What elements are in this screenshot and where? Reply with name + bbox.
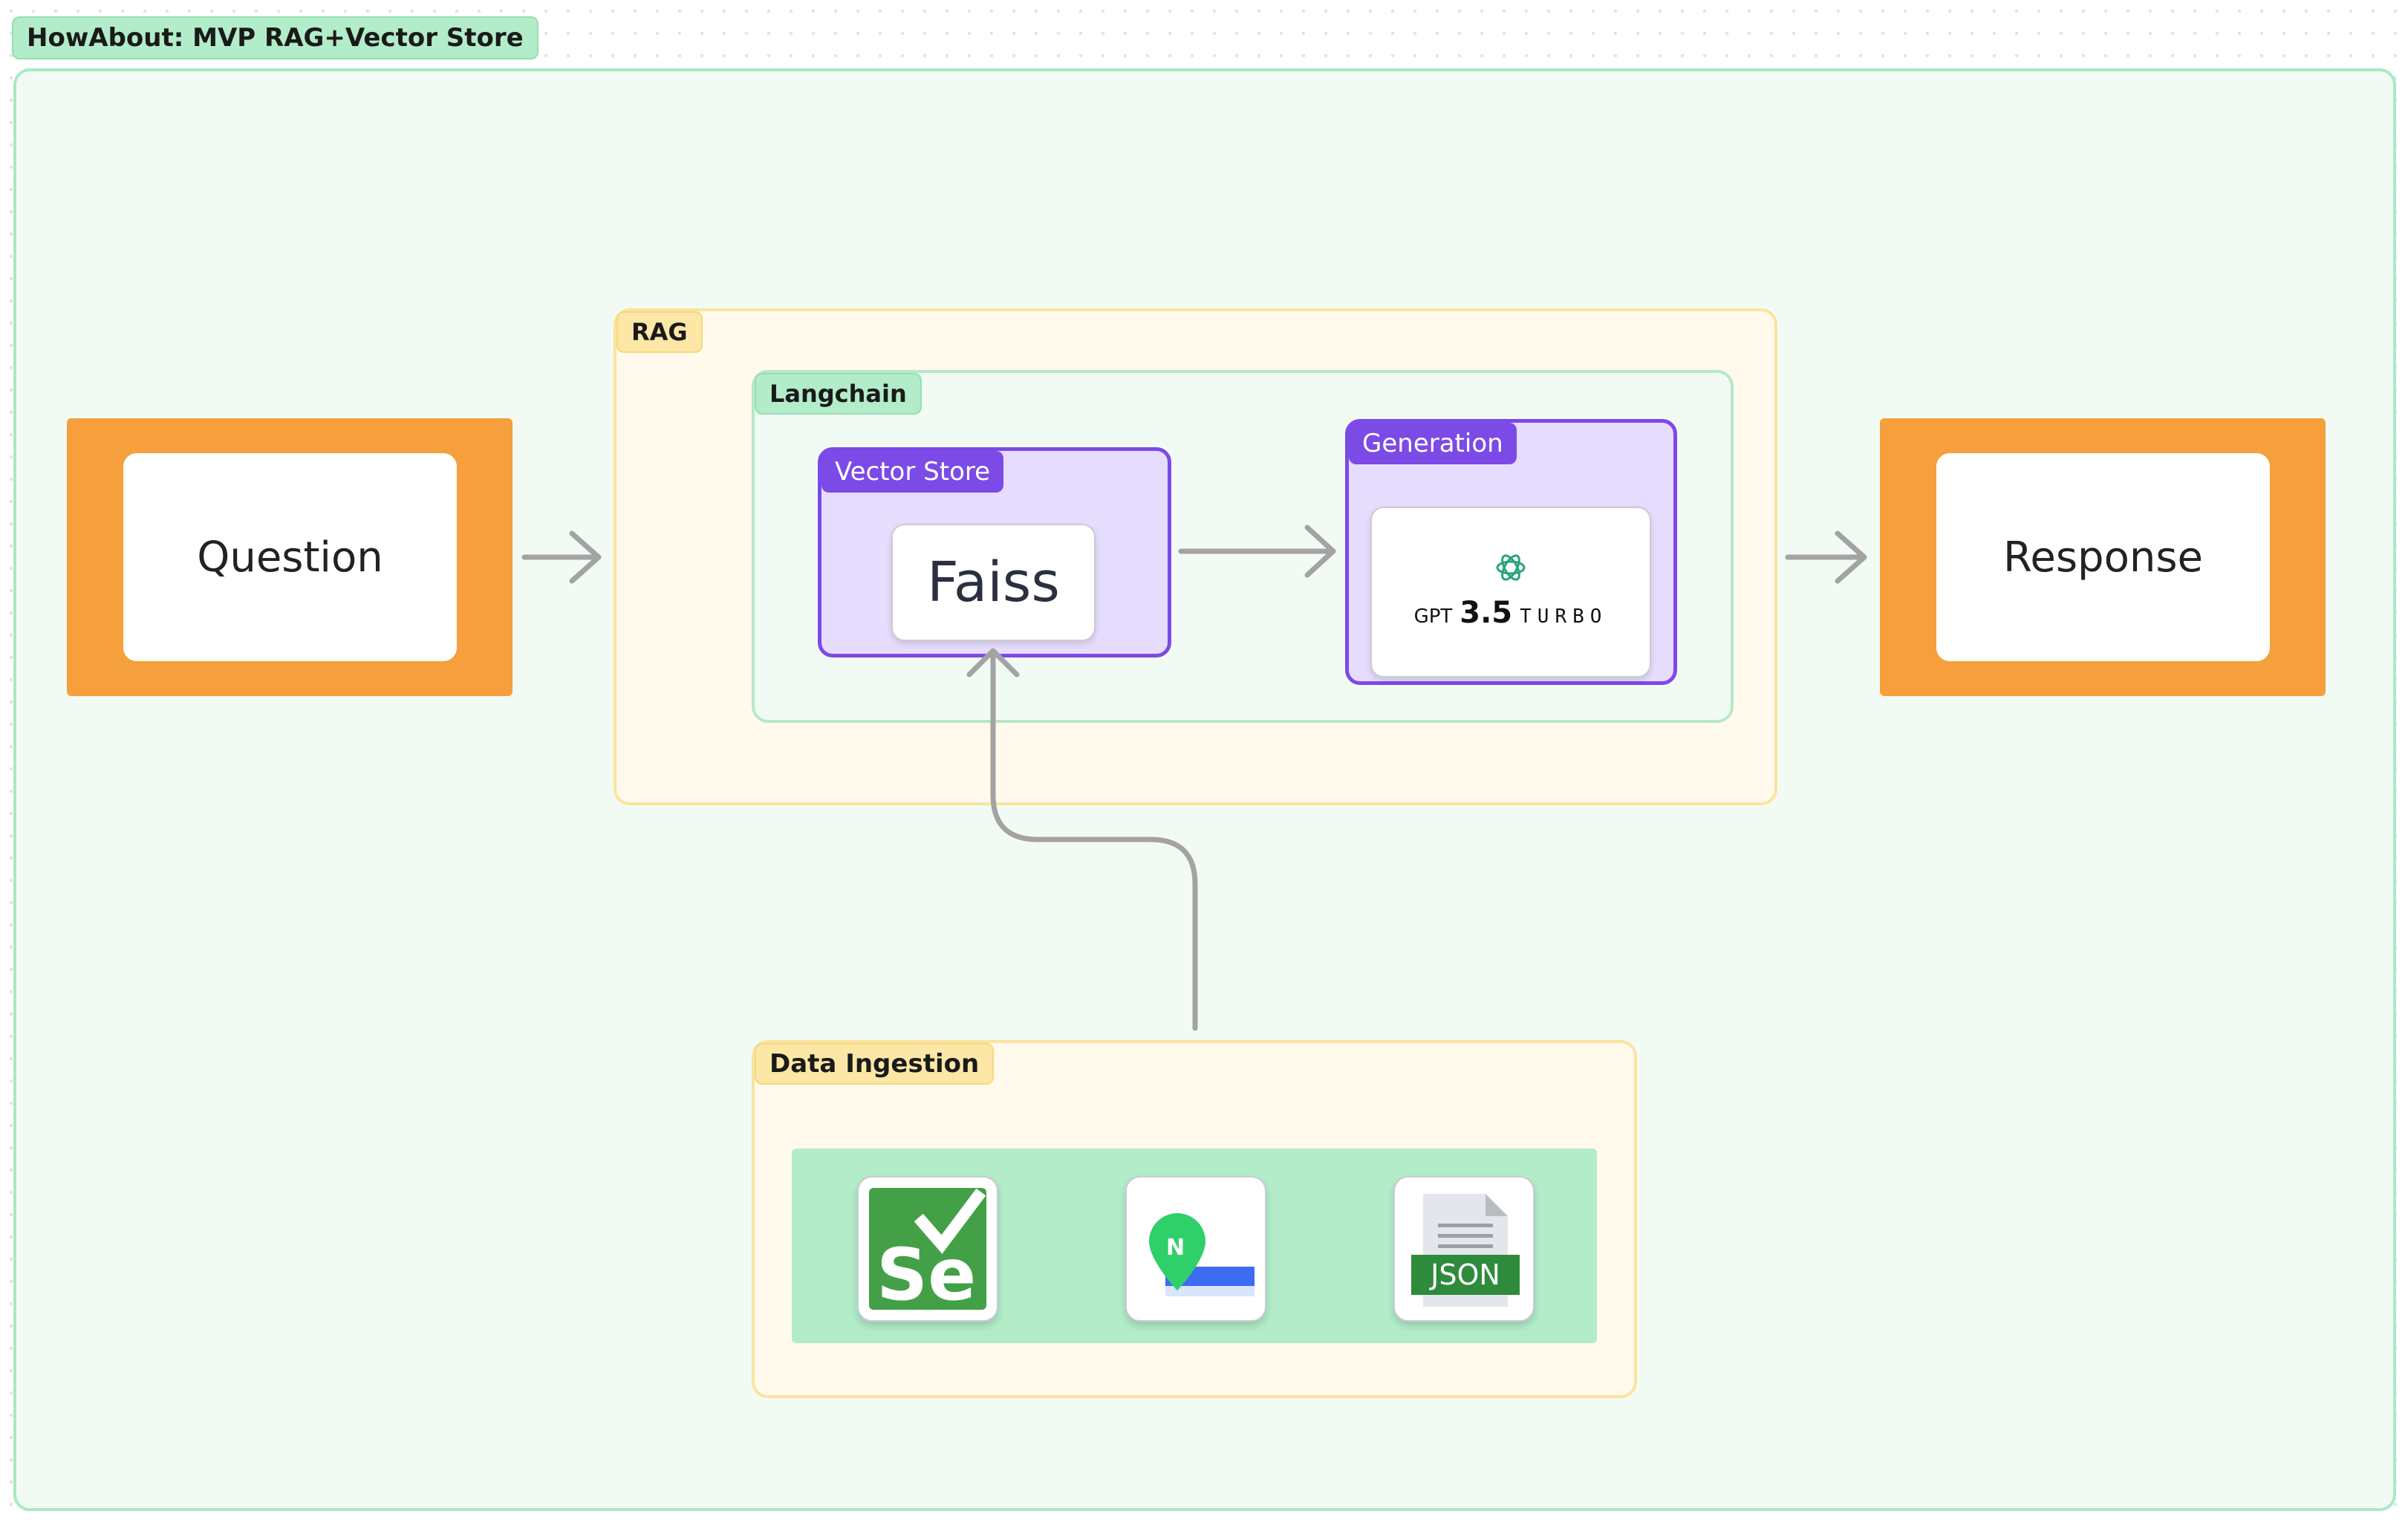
arrow-question-to-rag: [521, 530, 602, 584]
faiss-card[interactable]: Faiss: [891, 524, 1096, 641]
generation-tag: Generation: [1349, 423, 1517, 464]
question-card: Question: [123, 453, 457, 661]
naver-map-icon-text: N: [1166, 1235, 1185, 1261]
naver-map-icon: N: [1137, 1188, 1255, 1310]
faiss-label: Faiss: [927, 550, 1060, 614]
arrow-rag-to-response: [1785, 530, 1867, 584]
question-label: Question: [197, 533, 383, 582]
json-file-icon: JSON: [1411, 1194, 1520, 1307]
json-file-icon-text: JSON: [1429, 1258, 1500, 1291]
json-source[interactable]: JSON: [1393, 1176, 1535, 1322]
response-card: Response: [1936, 453, 2270, 661]
board-title[interactable]: HowAbout: MVP RAG+Vector Store: [12, 16, 538, 59]
naver-map-source[interactable]: N: [1125, 1176, 1266, 1322]
response-label: Response: [2003, 533, 2203, 582]
gpt-version: 3.5: [1460, 596, 1513, 630]
selenium-icon: Se: [869, 1188, 986, 1314]
arrow-ingestion-to-vectorstore: [966, 648, 1198, 1031]
selenium-source[interactable]: Se: [857, 1176, 998, 1322]
gpt-suffix: TURBO: [1520, 605, 1608, 628]
question-node[interactable]: Question: [67, 418, 512, 696]
response-node[interactable]: Response: [1880, 418, 2326, 696]
langchain-tag: Langchain: [755, 373, 922, 415]
rag-tag: RAG: [616, 311, 703, 353]
gpt-card[interactable]: GPT 3.5 TURBO: [1370, 507, 1651, 678]
arrow-vectorstore-to-generation: [1178, 524, 1336, 578]
gpt-prefix: GPT: [1413, 605, 1453, 628]
openai-icon: [1496, 554, 1526, 581]
gpt-model-label: GPT 3.5 TURBO: [1414, 596, 1608, 630]
vector-store-tag: Vector Store: [821, 451, 1004, 493]
selenium-icon-text: Se: [876, 1233, 976, 1314]
data-ingestion-tag: Data Ingestion: [755, 1043, 995, 1085]
